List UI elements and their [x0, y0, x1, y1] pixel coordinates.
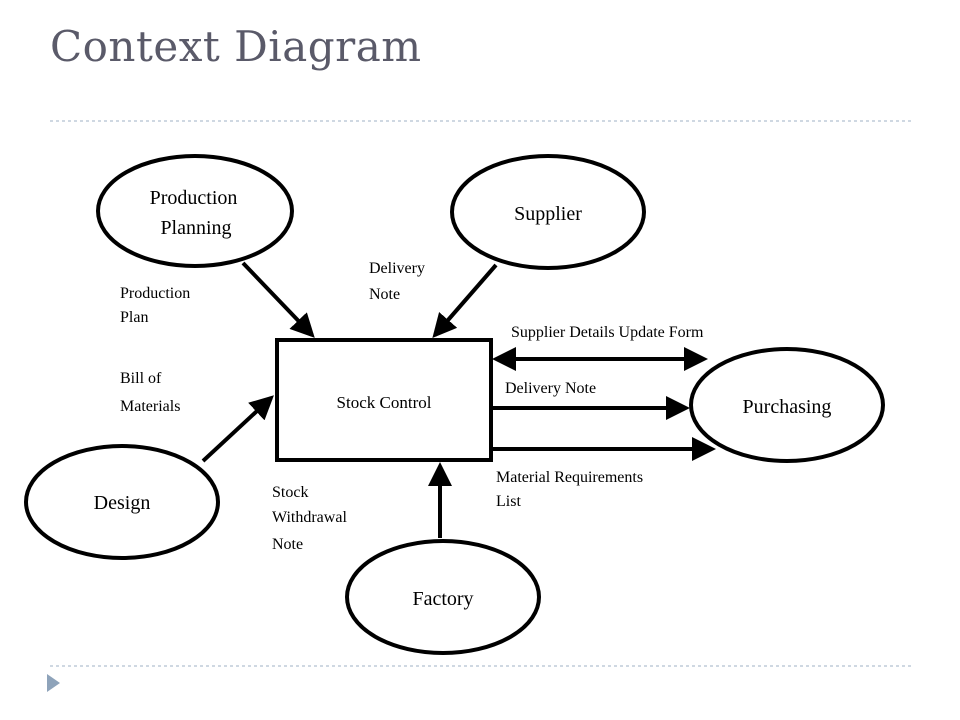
flow-arrow-production-plan [241, 261, 315, 338]
entity-purchasing: Purchasing [689, 347, 885, 463]
entity-design: Design [24, 444, 220, 560]
flow-label-delivery-note-purchasing: Delivery Note [505, 380, 596, 397]
flow-label-supplier-details-update-form: Supplier Details Update Form [511, 324, 704, 341]
triangle-right-icon [47, 674, 60, 692]
entity-label: Production Planning [150, 187, 243, 239]
process-stock-control: Stock Control [275, 338, 493, 462]
flow-label-material-requirements-list: Material Requirements List [496, 469, 647, 510]
entity-production-planning: Production Planning [96, 154, 294, 268]
flow-arrow-bill-of-materials [201, 395, 274, 463]
page-title: Context Diagram [50, 22, 422, 71]
entity-label: Factory [412, 588, 473, 610]
process-label: Stock Control [337, 393, 432, 412]
entity-label: Purchasing [743, 396, 832, 418]
flow-arrow-delivery-note-supplier [432, 263, 498, 339]
flow-label-delivery-note-supplier: Delivery Note [369, 260, 429, 303]
entity-label: Supplier [514, 203, 582, 225]
flow-label-stock-withdrawal-note: Stock Withdrawal Note [272, 484, 351, 553]
entity-factory: Factory [345, 539, 541, 655]
entity-label: Design [94, 492, 151, 514]
flow-label-bill-of-materials: Bill of Materials [120, 370, 180, 415]
entity-supplier: Supplier [450, 154, 646, 270]
flow-label-production-plan: Production Plan [120, 285, 194, 326]
